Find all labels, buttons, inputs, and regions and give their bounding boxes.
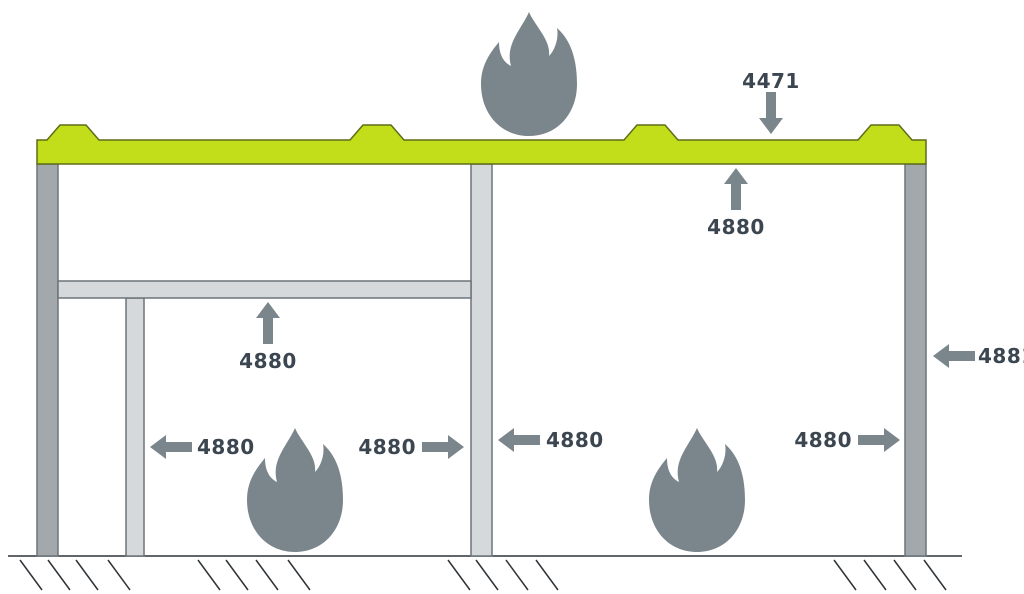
fire-icon-roof	[481, 12, 577, 136]
label-small-column-right: 4880	[197, 435, 255, 459]
arrow-icon-center-left-right	[422, 435, 464, 459]
fire-icon-right-room	[649, 428, 745, 552]
roof-panel	[36, 124, 927, 165]
structure	[36, 163, 927, 557]
center-column	[470, 163, 493, 557]
small-column	[125, 297, 145, 557]
right-outer-column	[904, 163, 927, 557]
arrow-icon-small-column-left	[150, 435, 192, 459]
arrow-icon-beam-up	[256, 302, 280, 344]
labels: 4471 4880 4880 4881 4880 4880 4880 4880	[197, 69, 1024, 459]
label-right-outer: 4881	[978, 344, 1024, 368]
arrow-icon-roof-bottom-up	[724, 168, 748, 210]
ground-hatch-right	[833, 559, 947, 591]
label-beam-bottom: 4880	[239, 349, 297, 373]
ground-hatch-middle	[447, 559, 559, 591]
arrow-icon-right-outer-left	[933, 344, 975, 368]
label-right-inner: 4880	[794, 428, 852, 452]
arrow-icon-right-inner-right	[858, 428, 900, 452]
label-center-right: 4880	[546, 428, 604, 452]
horizontal-beam	[57, 280, 472, 299]
arrow-icon-roof-top-down	[759, 92, 783, 134]
fire-icon-left-room	[247, 428, 343, 552]
arrow-icon-center-right-left	[498, 428, 540, 452]
ground	[8, 555, 962, 591]
label-roof-bottom: 4880	[707, 215, 765, 239]
label-center-left: 4880	[358, 435, 416, 459]
ground-hatch-left	[19, 559, 311, 591]
left-outer-column	[36, 163, 59, 557]
label-roof-top: 4471	[742, 69, 800, 93]
